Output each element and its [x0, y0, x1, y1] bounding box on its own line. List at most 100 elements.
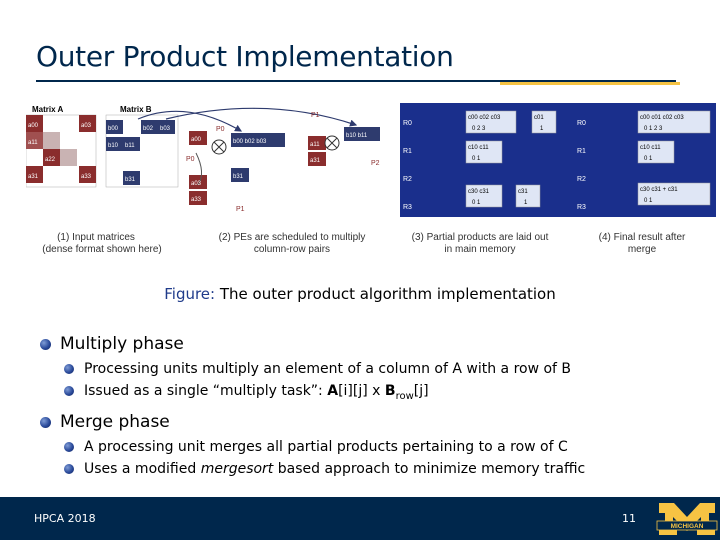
- figure-caption-prefix: Figure:: [164, 285, 216, 303]
- svg-text:0 1: 0 1: [472, 156, 481, 162]
- svg-text:1: 1: [540, 126, 544, 132]
- sub-bullet-text: Uses a modified: [84, 461, 201, 477]
- svg-text:a00: a00: [191, 137, 202, 143]
- mergesort-term: mergesort: [200, 461, 274, 477]
- svg-text:R2: R2: [577, 176, 586, 183]
- footer-bar: HPCA 2018 11 MICHIGAN: [0, 497, 720, 540]
- bullet-icon: [64, 442, 74, 452]
- svg-text:b10: b10: [108, 143, 119, 149]
- svg-text:P1: P1: [236, 206, 245, 213]
- svg-text:P1: P1: [311, 112, 320, 119]
- svg-text:0 2 3: 0 2 3: [472, 126, 486, 132]
- matrix-a: a00 a03 a11 a22 a31 a33: [26, 114, 97, 188]
- bullet-icon: [64, 464, 74, 474]
- svg-text:0 1 2 3: 0 1 2 3: [644, 126, 663, 132]
- svg-text:b31: b31: [125, 177, 136, 183]
- title-underline: [36, 80, 676, 82]
- sub-bullet-text: Processing units multiply an element of …: [84, 361, 572, 377]
- svg-text:b10 b11: b10 b11: [346, 133, 368, 139]
- slide-title: Outer Product Implementation: [36, 40, 454, 73]
- svg-text:R1: R1: [577, 148, 586, 155]
- bullet-icon: [40, 417, 51, 428]
- svg-text:P2: P2: [371, 160, 380, 167]
- sub-bullet: A processing unit merges all partial pro…: [64, 437, 585, 459]
- svg-text:b31: b31: [233, 174, 244, 180]
- svg-text:R3: R3: [577, 204, 586, 211]
- svg-text:a11: a11: [28, 140, 38, 146]
- bullet-icon: [40, 339, 51, 350]
- svg-text:0 1: 0 1: [644, 156, 653, 162]
- svg-text:c00 c01 c02 c03: c00 c01 c02 c03: [640, 115, 684, 121]
- svg-text:R1: R1: [403, 148, 412, 155]
- svg-text:R0: R0: [577, 120, 586, 127]
- step3-caption-line1: (3) Partial products are laid out: [412, 232, 549, 243]
- figure-caption: Figure: The outer product algorithm impl…: [0, 285, 720, 303]
- svg-text:b11: b11: [125, 143, 135, 149]
- bullet-icon: [64, 364, 74, 374]
- svg-text:R2: R2: [403, 176, 412, 183]
- svg-text:a03: a03: [81, 123, 92, 129]
- michigan-logo: MICHIGAN: [656, 503, 718, 535]
- step2-caption-line2: column-row pairs: [254, 244, 330, 255]
- svg-text:a22: a22: [45, 157, 56, 163]
- conference-label: HPCA 2018: [34, 512, 96, 525]
- svg-text:a33: a33: [191, 197, 202, 203]
- matrix-a-label: Matrix A: [32, 105, 63, 114]
- svg-text:a33: a33: [81, 174, 92, 180]
- page-number: 11: [622, 512, 636, 525]
- svg-text:a31: a31: [310, 158, 321, 164]
- svg-text:a11: a11: [310, 142, 320, 148]
- svg-text:b00 b02 b03: b00 b02 b03: [233, 139, 267, 145]
- bullet-icon: [64, 386, 74, 396]
- svg-text:0 1: 0 1: [644, 198, 653, 204]
- svg-text:c10 c11: c10 c11: [468, 145, 489, 151]
- outer-product-figure: a00 a03 a11 a22 a31 a33 Matrix A b00 b02 b03 …: [26, 103, 716, 255]
- step2-caption-line1: (2) PEs are scheduled to multiply: [219, 232, 366, 243]
- svg-text:c31: c31: [518, 189, 528, 195]
- bullet-text: Multiply phase: [60, 334, 184, 354]
- sub-bullet: Uses a modified mergesort based approach…: [64, 459, 585, 481]
- logo-wordmark: MICHIGAN: [671, 523, 704, 530]
- svg-text:P0: P0: [216, 126, 225, 133]
- sub-bullet-text: [i][j] x: [338, 383, 385, 399]
- svg-text:b00: b00: [108, 126, 119, 132]
- svg-text:c10 c11: c10 c11: [640, 145, 661, 151]
- sub-bullet: Issued as a single “multiply task”: A[i]…: [64, 381, 585, 403]
- step4-caption-line1: (4) Final result after: [599, 232, 686, 243]
- svg-text:b03: b03: [160, 126, 171, 132]
- matrix-b: b00 b02 b03 b10 b11 b31: [105, 114, 179, 188]
- svg-text:R0: R0: [403, 120, 412, 127]
- svg-text:c30 c31: c30 c31: [468, 189, 490, 195]
- matrix-b-ref: B: [384, 383, 396, 399]
- step3-caption-line2: in main memory: [444, 244, 515, 255]
- sub-bullet-text: [j]: [413, 383, 429, 399]
- svg-text:c00 c02 c03: c00 c02 c03: [468, 115, 501, 121]
- svg-text:c01: c01: [534, 115, 544, 121]
- svg-text:0 1: 0 1: [472, 200, 481, 206]
- title-underline-accent: [500, 82, 680, 85]
- matrix-a-ref: A: [327, 383, 339, 399]
- bullet-list: Multiply phase Processing units multiply…: [40, 333, 585, 481]
- step1-caption-line2: (dense format shown here): [42, 244, 162, 255]
- row-subscript: row: [395, 390, 414, 402]
- svg-text:R3: R3: [403, 204, 412, 211]
- svg-text:c30 c31 + c31: c30 c31 + c31: [640, 187, 678, 193]
- bullet-text: Merge phase: [60, 412, 170, 432]
- bullet-multiply-phase: Multiply phase: [40, 333, 585, 359]
- matrix-b-label: Matrix B: [120, 105, 152, 114]
- figure-caption-text: The outer product algorithm implementati…: [219, 285, 556, 303]
- sub-bullet: Processing units multiply an element of …: [64, 359, 585, 381]
- pe-schedule-diagram: a00 a03 a33 a11 a31 b00 b02 b03 b31 b10 b11 P…: [137, 107, 380, 213]
- sub-bullet-text: based approach to minimize memory traffi…: [273, 461, 586, 477]
- sub-bullet-text: Issued as a single “multiply task”:: [84, 383, 328, 399]
- svg-text:1: 1: [524, 200, 528, 206]
- step1-caption-line1: (1) Input matrices: [57, 232, 135, 243]
- svg-text:a03: a03: [191, 181, 202, 187]
- bullet-merge-phase: Merge phase: [40, 411, 585, 437]
- svg-text:a31: a31: [28, 174, 39, 180]
- step4-caption-line2: merge: [628, 244, 657, 255]
- svg-text:a00: a00: [28, 123, 39, 129]
- svg-text:b02: b02: [143, 126, 154, 132]
